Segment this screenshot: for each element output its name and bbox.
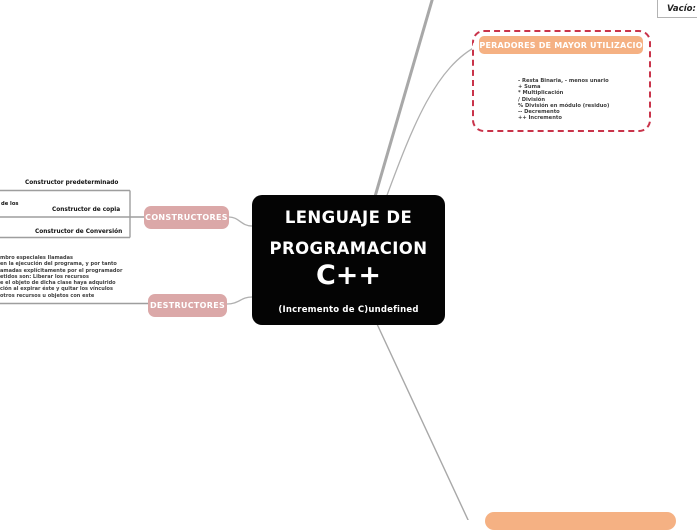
destructores-node[interactable]: DESTRUCTORES [148, 294, 227, 317]
operator-item: % División en módulo (residuo) [518, 102, 610, 109]
operators-detail-node[interactable]: - Resta Binaria, - menos unario + Suma *… [518, 78, 613, 121]
destructores-note-line-text: etidos son: Liberar los recursos [0, 273, 89, 280]
destructores-note-line-text: mbro especiales llamadas [0, 255, 73, 261]
branch-top-line [372, 0, 434, 201]
destructores-note-line-text: e el objeto de dicha clase haya adquirid… [0, 280, 116, 287]
constructor-conversion-node[interactable]: Constructor de Conversión [35, 229, 123, 235]
operator-item: + Suma [518, 84, 541, 91]
branch-bottom-line [376, 323, 469, 520]
destructores-note-line-text: en la ejecución del programa, y por tant… [0, 261, 117, 268]
empty-node-label: Vacío: [667, 4, 696, 14]
central-title-line1: LENGUAJE DE [284, 208, 413, 227]
destructores-note-line-text: otros recursos u objetos con este [0, 292, 95, 299]
operator-item: -- Decremento [518, 109, 560, 116]
branch-operators-line [385, 44, 480, 199]
branch-constructores-line [228, 216, 253, 227]
branch-destructores-line [226, 296, 253, 305]
operator-item: - Resta Binaria, - menos unario [518, 78, 609, 84]
operator-item: ++ Incremento [518, 115, 562, 122]
constructores-node[interactable]: CONSTRUCTORES [144, 206, 229, 229]
bottom-orange-node[interactable] [485, 512, 676, 530]
constructor-copia-node[interactable]: Constructor de copia [52, 207, 121, 213]
central-subtitle: (Incremento de C)undefined [278, 305, 419, 315]
cut-off-label-fragment: de los [1, 201, 19, 207]
destructores-note-node[interactable]: mbro especiales llamadas en la ejecución… [0, 255, 130, 299]
operator-item: * Multiplicación [518, 90, 564, 97]
central-title-line2: PROGRAMACION [269, 239, 428, 258]
constructor-predeterminado-node[interactable]: Constructor predeterminado [25, 180, 119, 186]
central-topic-node[interactable]: LENGUAJE DE PROGRAMACION C++ (Incremento… [252, 195, 445, 325]
operators-node[interactable]: OPERADORES DE MAYOR UTILIZACION [472, 36, 649, 54]
empty-node-box[interactable]: Vacío: [657, 0, 697, 18]
operator-item: / División [518, 96, 546, 103]
destructores-note-line-text: ción al expirar éste y quitar los víncul… [0, 286, 113, 293]
destructores-note-line-text: amadas explícitamente por el programador [0, 267, 123, 274]
central-title-cpp: C++ [315, 260, 382, 291]
